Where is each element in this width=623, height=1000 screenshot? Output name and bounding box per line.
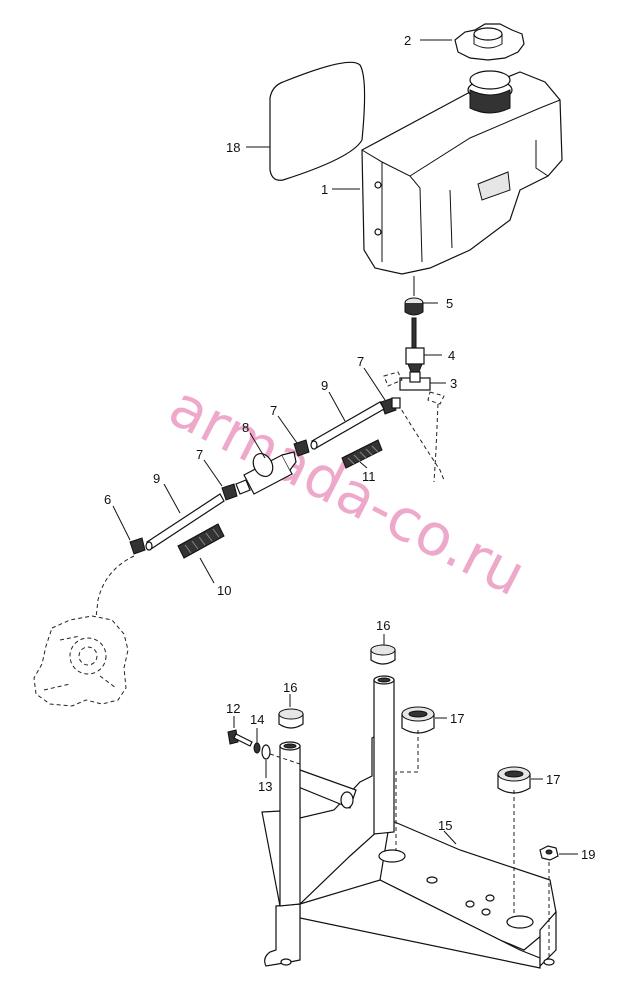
callout-labels: 2 18 1 5 4 3 7 9 7 8 7 9 6 11 10 16 16 1… xyxy=(104,33,595,862)
callout-8: 8 xyxy=(242,420,249,435)
callout-11: 11 xyxy=(362,469,376,484)
watermark-text: armada-co.ru xyxy=(159,372,537,609)
callout-4: 4 xyxy=(448,348,455,363)
part-6-clamp xyxy=(129,537,146,555)
callout-16-top: 16 xyxy=(376,618,390,633)
part-7-clamp-upper-right xyxy=(380,397,401,415)
part-12-bolt xyxy=(227,729,253,747)
part-5-grommet xyxy=(404,297,424,316)
callout-17-upper: 17 xyxy=(450,711,464,726)
callout-18: 18 xyxy=(226,140,240,155)
callout-14: 14 xyxy=(250,712,264,727)
callout-7-left: 7 xyxy=(196,447,203,462)
callout-9-lower: 9 xyxy=(153,471,160,486)
bolt-line xyxy=(269,753,301,765)
part-15-tank-frame xyxy=(261,675,557,969)
callout-9-upper: 9 xyxy=(321,378,328,393)
part-16-grommet-top xyxy=(370,644,396,665)
callout-7-middle: 7 xyxy=(270,403,277,418)
part-11-spring xyxy=(341,439,383,469)
part-2-filler-cap xyxy=(454,23,525,61)
callout-15: 15 xyxy=(438,818,452,833)
part-14-lock-washer xyxy=(253,742,261,754)
callout-3: 3 xyxy=(450,376,457,391)
callout-1: 1 xyxy=(321,182,328,197)
part-4-fuel-cock xyxy=(405,317,425,375)
callout-17-lower: 17 xyxy=(546,772,560,787)
callout-2: 2 xyxy=(404,33,411,48)
part-17-grommet-lower xyxy=(497,766,531,794)
part-9-hose-upper xyxy=(310,401,385,450)
part-8-fuel-filter xyxy=(235,451,297,495)
carburetor-outline xyxy=(33,615,129,707)
callout-5: 5 xyxy=(446,296,453,311)
part-9-hose-lower xyxy=(145,493,225,551)
part-19-nut xyxy=(539,845,559,861)
assembly-line-17-upper xyxy=(395,730,419,850)
callout-6: 6 xyxy=(104,492,111,507)
part-1-fuel-tank xyxy=(361,70,563,275)
part-18-plate xyxy=(269,61,366,181)
part-16-grommet-left xyxy=(278,708,304,729)
callout-19: 19 xyxy=(581,847,595,862)
part-3-tee-fitting xyxy=(383,371,445,483)
callout-16-left: 16 xyxy=(283,680,297,695)
part-7-clamp-middle xyxy=(293,439,310,457)
hose-route-to-carburetor xyxy=(95,555,135,619)
callout-13: 13 xyxy=(258,779,272,794)
part-7-clamp-left xyxy=(221,483,238,501)
callout-7-upper: 7 xyxy=(357,354,364,369)
callout-12: 12 xyxy=(226,701,240,716)
leader-lines xyxy=(112,39,578,855)
part-17-grommet-upper xyxy=(401,706,435,734)
part-13-flat-washer xyxy=(261,744,271,760)
part-10-spring xyxy=(177,523,225,559)
callout-10: 10 xyxy=(217,583,231,598)
